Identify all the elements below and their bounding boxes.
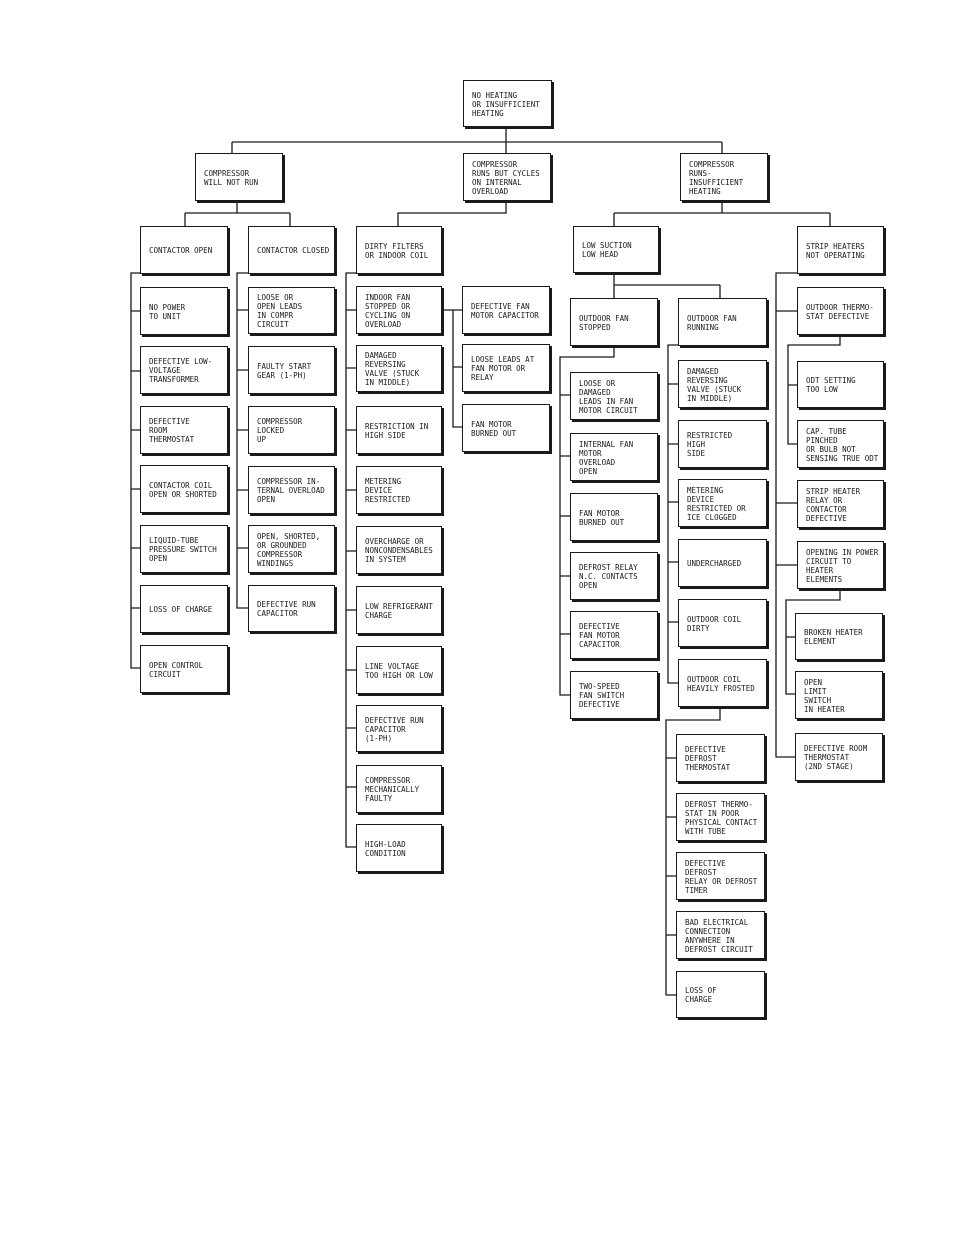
cause-defrost-thermostat-contact: DEFROST THERMO- STAT IN POOR PHYSICAL CO… — [676, 793, 765, 841]
cause-outdoor-coil-frosted: OUTDOOR COIL HEAVILY FROSTED — [678, 659, 767, 707]
cause-open-limit-switch: OPEN LIMIT SWITCH IN HEATER — [795, 671, 883, 719]
cause-compressor-mechanically-faulty: COMPRESSOR MECHANICALLY FAULTY — [356, 765, 442, 813]
cause-fan-motor-burned: FAN MOTOR BURNED OUT — [462, 404, 550, 452]
node-compressor-cycles-on-overload: COMPRESSOR RUNS BUT CYCLES ON INTERNAL O… — [463, 153, 551, 201]
cause-outdoor-coil-dirty: OUTDOOR COIL DIRTY — [678, 599, 767, 647]
cause-low-refrigerant: LOW REFRIGERANT CHARGE — [356, 586, 442, 634]
cause-overcharge: OVERCHARGE OR NONCONDENSABLES IN SYSTEM — [356, 526, 442, 574]
cause-defective-room-thermostat: DEFECTIVE ROOM THERMOSTAT — [140, 406, 228, 454]
cause-two-speed-switch: TWO-SPEED FAN SWITCH DEFECTIVE — [570, 671, 658, 719]
node-strip-heaters-not-operating: STRIP HEATERS NOT OPERATING — [797, 226, 884, 274]
node-dirty-filters: DIRTY FILTERS OR INDOOR COIL — [356, 226, 442, 274]
cause-no-power: NO POWER TO UNIT — [140, 287, 228, 335]
node-contactor-open: CONTACTOR OPEN — [140, 226, 228, 274]
cause-outdoor-thermostat-defective: OUTDOOR THERMO- STAT DEFECTIVE — [797, 287, 884, 335]
cause-line-voltage: LINE VOLTAGE TOO HIGH OR LOW — [356, 646, 442, 694]
cause-internal-overload-open: COMPRESSOR IN- TERNAL OVERLOAD OPEN — [248, 466, 335, 514]
node-low-suction-low-head: LOW SUCTION LOW HEAD — [573, 226, 659, 273]
cause-defective-run-capacitor: DEFECTIVE RUN CAPACITOR — [248, 585, 335, 632]
cause-loss-of-charge-defrost: LOSS OF CHARGE — [676, 971, 765, 1018]
node-contactor-closed: CONTACTOR CLOSED — [248, 226, 335, 274]
cause-defrost-relay-contacts: DEFROST RELAY N.C. CONTACTS OPEN — [570, 552, 658, 600]
node-compressor-will-not-run: COMPRESSOR WILL NOT RUN — [195, 153, 283, 201]
cause-restricted-high-side: RESTRICTED HIGH SIDE — [678, 420, 767, 468]
cause-indoor-fan-stopped: INDOOR FAN STOPPED OR CYCLING ON OVERLOA… — [356, 286, 442, 334]
cause-open-control-circuit: OPEN CONTROL CIRCUIT — [140, 645, 228, 693]
cause-compressor-windings: OPEN, SHORTED, OR GROUNDED COMPRESSOR WI… — [248, 525, 335, 573]
cause-loose-open-leads: LOOSE OR OPEN LEADS IN COMPR CIRCUIT — [248, 287, 335, 334]
cause-reversing-valve-stuck: DAMAGED REVERSING VALVE (STUCK IN MIDDLE… — [678, 360, 767, 408]
cause-outdoor-fan-motor-burned: FAN MOTOR BURNED OUT — [570, 493, 658, 541]
cause-defective-run-capacitor-1ph: DEFECTIVE RUN CAPACITOR (1-PH) — [356, 705, 442, 752]
node-outdoor-fan-stopped: OUTDOOR FAN STOPPED — [570, 298, 658, 346]
cause-metering-ice-clogged: METERING DEVICE RESTRICTED OR ICE CLOGGE… — [678, 479, 767, 527]
cause-defrost-relay-timer: DEFECTIVE DEFROST RELAY OR DEFROST TIMER — [676, 852, 765, 900]
cause-high-load: HIGH-LOAD CONDITION — [356, 824, 442, 872]
cause-outdoor-fan-capacitor: DEFECTIVE FAN MOTOR CAPACITOR — [570, 611, 658, 659]
cause-broken-heater-element: BROKEN HEATER ELEMENT — [795, 613, 883, 660]
cause-pressure-switch: LIQUID-TUBE PRESSURE SWITCH OPEN — [140, 525, 228, 573]
cause-undercharged: UNDERCHARGED — [678, 539, 767, 587]
cause-loose-leads-fan-circuit: LOOSE OR DAMAGED LEADS IN FAN MOTOR CIRC… — [570, 372, 658, 420]
cause-defective-defrost-thermostat: DEFECTIVE DEFROST THERMOSTAT — [676, 734, 765, 782]
cause-odt-setting-low: ODT SETTING TOO LOW — [797, 361, 884, 408]
cause-internal-fan-overload: INTERNAL FAN MOTOR OVERLOAD OPEN — [570, 433, 658, 481]
cause-loose-leads-fan-motor: LOOSE LEADS AT FAN MOTOR OR RELAY — [462, 344, 550, 392]
cause-opening-power-circuit: OPENING IN POWER CIRCUIT TO HEATER ELEME… — [797, 541, 884, 589]
cause-faulty-start-gear: FAULTY START GEAR (1-PH) — [248, 346, 335, 394]
cause-contactor-coil: CONTACTOR COIL OPEN OR SHORTED — [140, 465, 228, 513]
cause-defective-room-thermostat-2nd: DEFECTIVE ROOM THERMOSTAT (2nd STAGE) — [795, 733, 883, 781]
node-outdoor-fan-running: OUTDOOR FAN RUNNING — [678, 298, 767, 346]
cause-strip-heater-relay: STRIP HEATER RELAY OR CONTACTOR DEFECTIV… — [797, 480, 884, 528]
cause-restriction-high-side: RESTRICTION IN HIGH SIDE — [356, 406, 442, 454]
node-compressor-insufficient-heating: COMPRESSOR RUNS- INSUFFICIENT HEATING — [680, 153, 768, 201]
cause-loss-of-charge: LOSS OF CHARGE — [140, 585, 228, 633]
cause-damaged-reversing-valve: DAMAGED REVERSING VALVE (STUCK IN MIDDLE… — [356, 345, 442, 392]
cause-fan-motor-capacitor: DEFECTIVE FAN MOTOR CAPACITOR — [462, 286, 550, 334]
cause-cap-tube-pinched: CAP. TUBE PINCHED OR BULB NOT SENSING TR… — [797, 420, 884, 468]
cause-metering-device-restricted: METERING DEVICE RESTRICTED — [356, 466, 442, 514]
cause-compressor-locked: COMPRESSOR LOCKED UP — [248, 406, 335, 454]
root-no-heating: NO HEATING OR INSUFFICIENT HEATING — [463, 80, 552, 127]
cause-defective-transformer: DEFECTIVE LOW- VOLTAGE TRANSFORMER — [140, 346, 228, 394]
cause-bad-defrost-connection: BAD ELECTRICAL CONNECTION ANYWHERE IN DE… — [676, 911, 765, 959]
